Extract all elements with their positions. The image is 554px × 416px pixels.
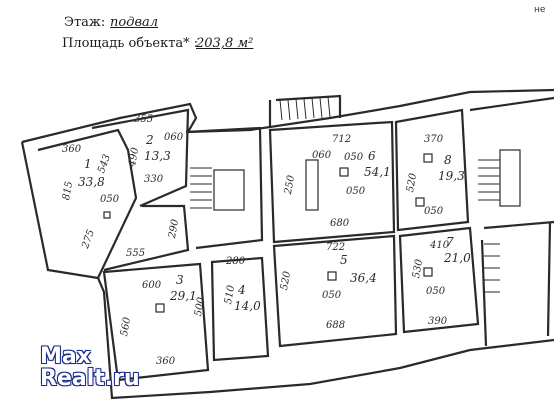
room-4-area: 14,0 xyxy=(234,299,261,313)
misc-dim: 290 xyxy=(167,218,181,240)
room-1-dim: 050 xyxy=(100,194,120,205)
room-6-dim: 050 xyxy=(344,152,364,163)
room-1-dim: 555 xyxy=(126,248,145,259)
room-6-dim: 050 xyxy=(346,186,366,197)
room-4-dim: 280 xyxy=(225,256,246,267)
floor-label: Этаж: xyxy=(64,15,106,30)
room-7-dim: 410 xyxy=(429,240,450,251)
area-value: 203,8 м² xyxy=(196,36,254,51)
room-3-area: 29,1 xyxy=(169,289,197,303)
room-1-dim: 360 xyxy=(62,144,82,155)
room-6-dim: 060 xyxy=(312,150,332,161)
room-5-dim: 050 xyxy=(322,290,342,301)
room-3-number: 3 xyxy=(176,273,184,287)
room-5-dim: 722 xyxy=(326,242,345,253)
room-2-dim: 330 xyxy=(144,174,164,185)
room-2-dim: 060 xyxy=(164,132,184,143)
room-6-area: 54,1 xyxy=(364,165,391,179)
room-2-area: 13,3 xyxy=(144,149,171,163)
room-5-dim: 688 xyxy=(326,320,345,331)
room-8-number: 8 xyxy=(444,153,452,167)
room-1-area: 33,8 xyxy=(78,175,105,189)
room-6-dim: 712 xyxy=(332,134,351,145)
room-7-area: 21,0 xyxy=(443,251,471,265)
room-6-dim: 680 xyxy=(330,218,350,229)
room-5-area: 36,4 xyxy=(350,271,377,285)
corner-text: не xyxy=(534,5,546,15)
room-3-dim: 600 xyxy=(142,280,162,291)
room-2-number: 2 xyxy=(145,133,154,147)
room-7-dim: 530 xyxy=(411,258,425,279)
room-1-dim: 275 xyxy=(80,228,97,251)
room-1-dim: 543 xyxy=(96,153,113,175)
room-3-dim: 360 xyxy=(156,356,176,367)
room-3-dim: 500 xyxy=(193,296,207,317)
walls xyxy=(20,88,554,400)
room-4-number: 4 xyxy=(237,283,246,297)
watermark-logo-line2: Realt.ru xyxy=(40,366,140,391)
room-8-dim: 520 xyxy=(405,172,419,193)
room-2-dim: 355 xyxy=(134,114,153,125)
room-7-dim: 390 xyxy=(428,316,448,327)
room-6-dim: 250 xyxy=(283,174,297,196)
room-7-dim: 050 xyxy=(426,286,446,297)
area-label: Площадь объекта* : xyxy=(62,36,199,51)
room-1-dim: 815 xyxy=(61,180,75,201)
room-8-area: 19,3 xyxy=(438,169,465,183)
floor-value: подвал xyxy=(110,15,159,30)
room-3-dim: 560 xyxy=(119,316,133,337)
dimension-labels: 1 33,8 360 543 815 275 555 050 2 13,3 35… xyxy=(61,114,471,367)
room-1-number: 1 xyxy=(84,157,92,171)
room-6-number: 6 xyxy=(368,149,376,163)
room-4-dim: 510 xyxy=(223,284,237,305)
stairs xyxy=(190,96,500,293)
room-7-number: 7 xyxy=(446,235,454,249)
room-8-dim: 050 xyxy=(424,206,444,217)
room-5-dim: 520 xyxy=(279,270,293,291)
watermark-logo-line1: Max xyxy=(40,344,91,369)
room-2-dim: 490 xyxy=(127,146,141,168)
room-8-dim: 370 xyxy=(424,134,444,145)
room-5-number: 5 xyxy=(340,253,348,267)
fixtures xyxy=(103,149,521,313)
